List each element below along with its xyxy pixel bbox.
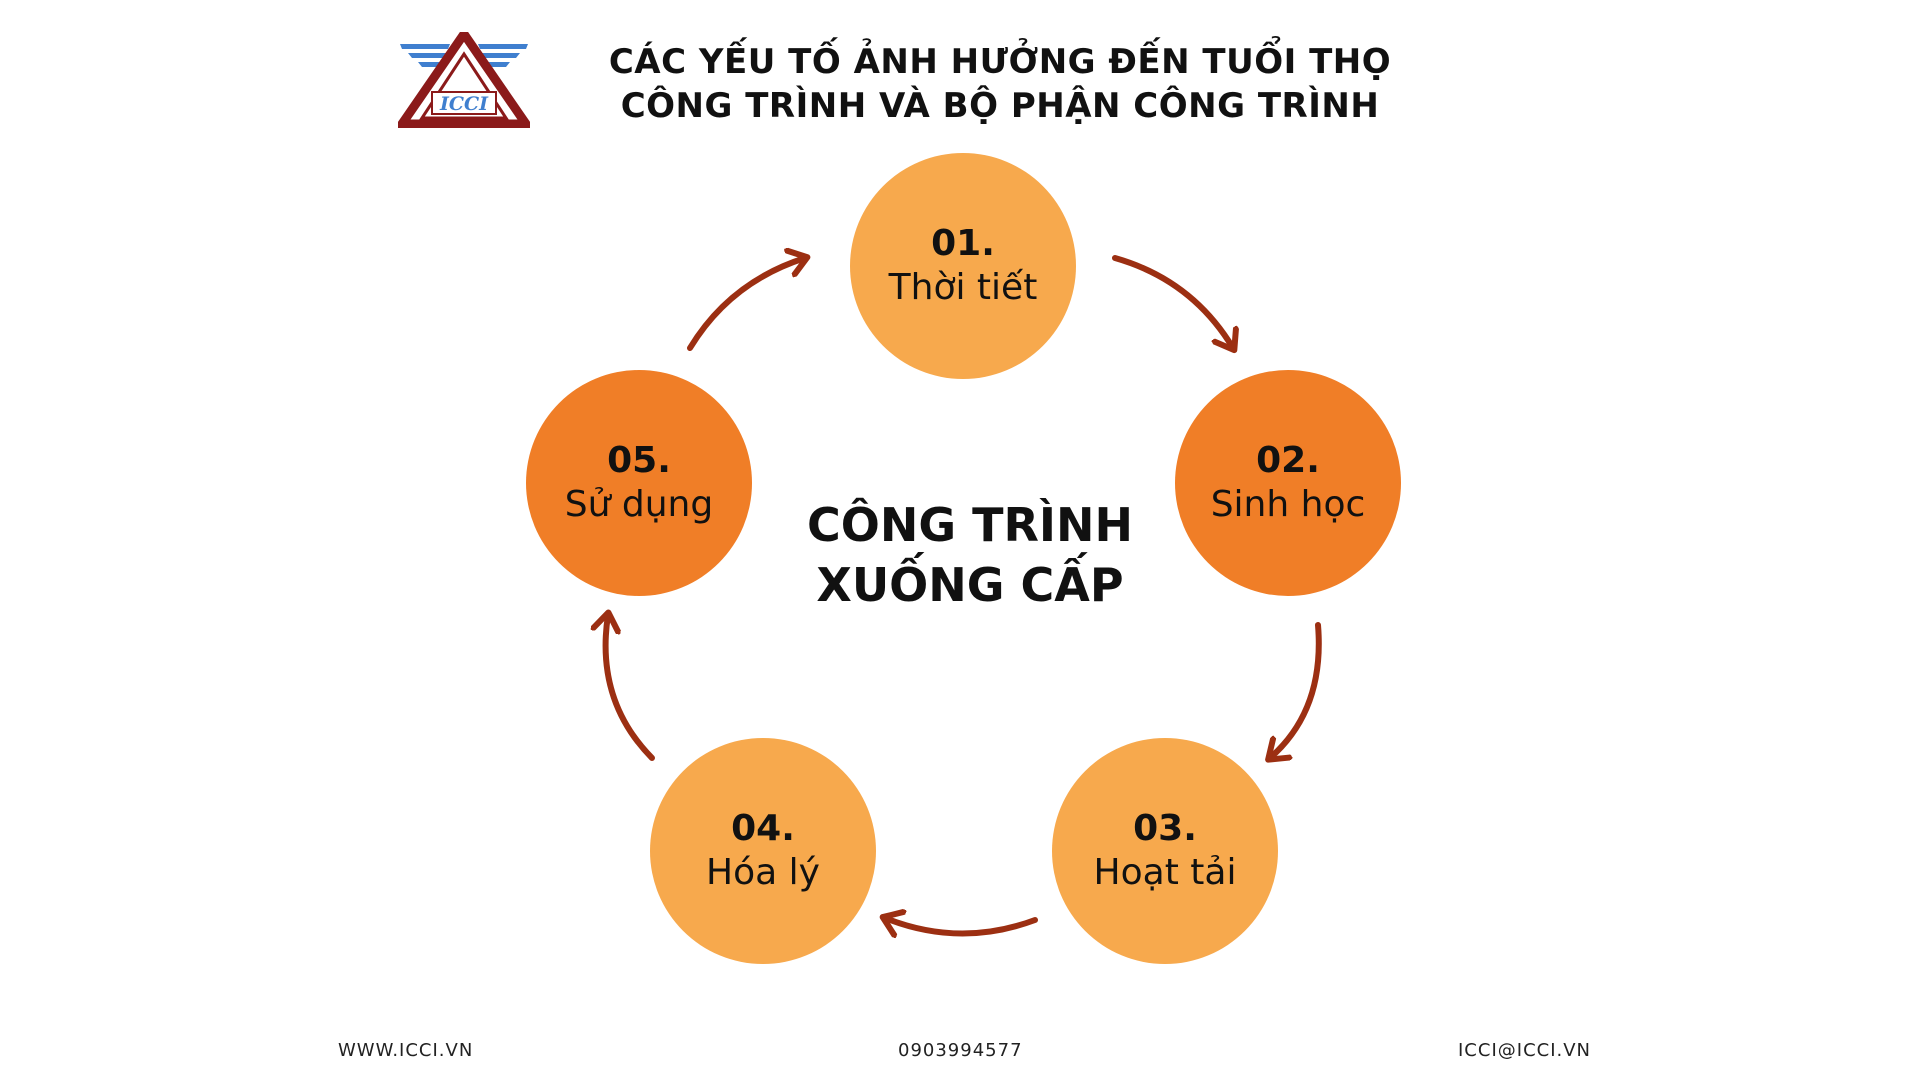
arrow-02-to-03 — [1270, 622, 1322, 758]
node-04-label: Hóa lý — [706, 852, 820, 893]
node-02-label: Sinh học — [1210, 484, 1366, 525]
arrow-01-to-02 — [1112, 255, 1233, 348]
node-02-number: 02. — [1256, 440, 1320, 481]
node-04-number: 04. — [731, 808, 795, 849]
node-02-biological: 02. Sinh học — [1175, 370, 1401, 596]
footer-website[interactable]: WWW.ICCI.VN — [338, 1040, 474, 1061]
arrow-04-to-05 — [606, 615, 655, 761]
footer-email[interactable]: ICCI@ICCI.VN — [1458, 1040, 1592, 1061]
arrow-05-to-01 — [687, 258, 805, 351]
page-title: CÁC YẾU TỐ ẢNH HƯỞNG ĐẾN TUỔI THỌ CÔNG T… — [560, 40, 1440, 128]
node-01-weather: 01. Thời tiết — [850, 153, 1076, 379]
title-line-2: CÔNG TRÌNH VÀ BỘ PHẬN CÔNG TRÌNH — [620, 86, 1380, 126]
center-caption: CÔNG TRÌNH XUỐNG CẤP — [770, 495, 1170, 615]
node-01-label: Thời tiết — [888, 267, 1038, 308]
node-03-number: 03. — [1133, 808, 1197, 849]
center-line-2: XUỐNG CẤP — [816, 558, 1124, 612]
node-05-number: 05. — [607, 440, 671, 481]
node-04-physicochemical: 04. Hóa lý — [650, 738, 876, 964]
icci-logo: ICCI — [393, 26, 535, 129]
arrow-03-to-04 — [885, 918, 1038, 934]
center-line-1: CÔNG TRÌNH — [806, 498, 1134, 552]
title-line-1: CÁC YẾU TỐ ẢNH HƯỞNG ĐẾN TUỔI THỌ — [608, 42, 1392, 82]
logo-graphic: ICCI — [393, 26, 535, 129]
logo-text: ICCI — [439, 93, 489, 115]
node-01-number: 01. — [931, 223, 995, 264]
node-03-label: Hoạt tải — [1093, 852, 1237, 893]
node-05-usage: 05. Sử dụng — [526, 370, 752, 596]
footer-phone[interactable]: 0903994577 — [898, 1040, 1023, 1061]
node-03-live-load: 03. Hoạt tải — [1052, 738, 1278, 964]
node-05-label: Sử dụng — [564, 484, 714, 525]
